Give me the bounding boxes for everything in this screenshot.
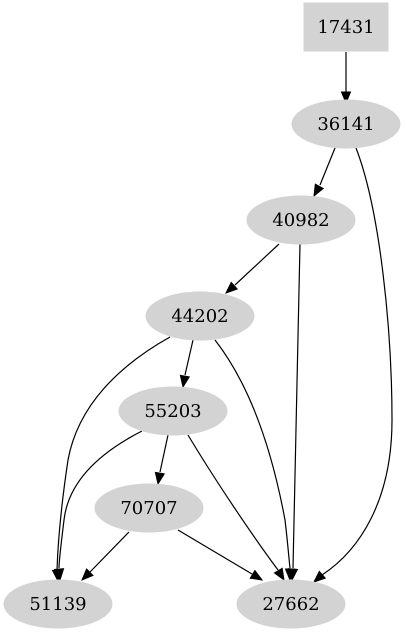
- node-ellipse: [291, 99, 401, 149]
- arrowhead-icon: [154, 471, 166, 486]
- edge-line: [321, 147, 393, 576]
- edge-55203-27662: [187, 434, 285, 582]
- edge-55203-51139: [53, 430, 143, 582]
- edge-line: [292, 243, 301, 569]
- node-box: [303, 2, 389, 52]
- node-ellipse: [94, 483, 204, 533]
- node-ellipse: [145, 291, 255, 341]
- edge-line: [234, 243, 280, 286]
- node-ellipse: [236, 579, 346, 629]
- arrowhead-icon: [225, 281, 239, 294]
- edge-70707-27662: [177, 529, 264, 581]
- node-label: 44202: [171, 306, 228, 327]
- arrowhead-icon: [284, 568, 296, 582]
- node-36141: 36141: [291, 99, 401, 149]
- edge-line: [184, 339, 194, 376]
- arrowhead-icon: [81, 568, 94, 581]
- node-label: 70707: [120, 498, 177, 519]
- node-label: 55203: [144, 401, 201, 422]
- node-44202: 44202: [145, 291, 255, 341]
- edge-17431-36141: [340, 52, 352, 105]
- arrowhead-icon: [313, 183, 325, 198]
- node-51139: 51139: [3, 579, 113, 629]
- edge-36141-40982: [313, 147, 336, 198]
- node-ellipse: [118, 386, 228, 436]
- node-40982: 40982: [246, 195, 356, 245]
- node-17431: 17431: [303, 2, 389, 52]
- nodes-layer: 17431 36141 40982 44202 55203 70707 51139 27662: [3, 2, 401, 629]
- edge-line: [214, 339, 291, 569]
- node-55203: 55203: [118, 386, 228, 436]
- node-label: 27662: [262, 594, 319, 615]
- node-label: 40982: [272, 210, 329, 231]
- edge-line: [187, 434, 279, 571]
- node-label: 17431: [317, 17, 374, 38]
- edge-36141-27662: [313, 147, 393, 583]
- edge-44202-55203: [179, 339, 194, 389]
- edge-line: [177, 529, 253, 575]
- edge-line: [56, 336, 171, 571]
- edge-line: [89, 531, 130, 573]
- arrowhead-icon: [313, 570, 327, 583]
- node-27662: 27662: [236, 579, 346, 629]
- edge-line: [319, 147, 336, 186]
- arrowhead-icon: [340, 91, 352, 105]
- arrowhead-icon: [53, 568, 65, 582]
- edge-44202-27662: [214, 339, 296, 582]
- arrowhead-icon: [249, 569, 264, 581]
- arrowhead-icon: [273, 567, 285, 582]
- edge-55203-70707: [154, 434, 169, 486]
- edge-44202-51139: [51, 336, 171, 583]
- edges-layer: [51, 52, 393, 583]
- node-70707: 70707: [94, 483, 204, 533]
- node-ellipse: [3, 579, 113, 629]
- node-ellipse: [246, 195, 356, 245]
- edge-70707-51139: [81, 531, 130, 581]
- node-label: 51139: [29, 594, 86, 615]
- edge-line: [58, 430, 143, 569]
- edge-line: [159, 434, 169, 473]
- arrowhead-icon: [179, 374, 191, 389]
- edge-40982-27662: [287, 243, 301, 582]
- node-label: 36141: [317, 114, 374, 135]
- edge-40982-44202: [225, 243, 280, 294]
